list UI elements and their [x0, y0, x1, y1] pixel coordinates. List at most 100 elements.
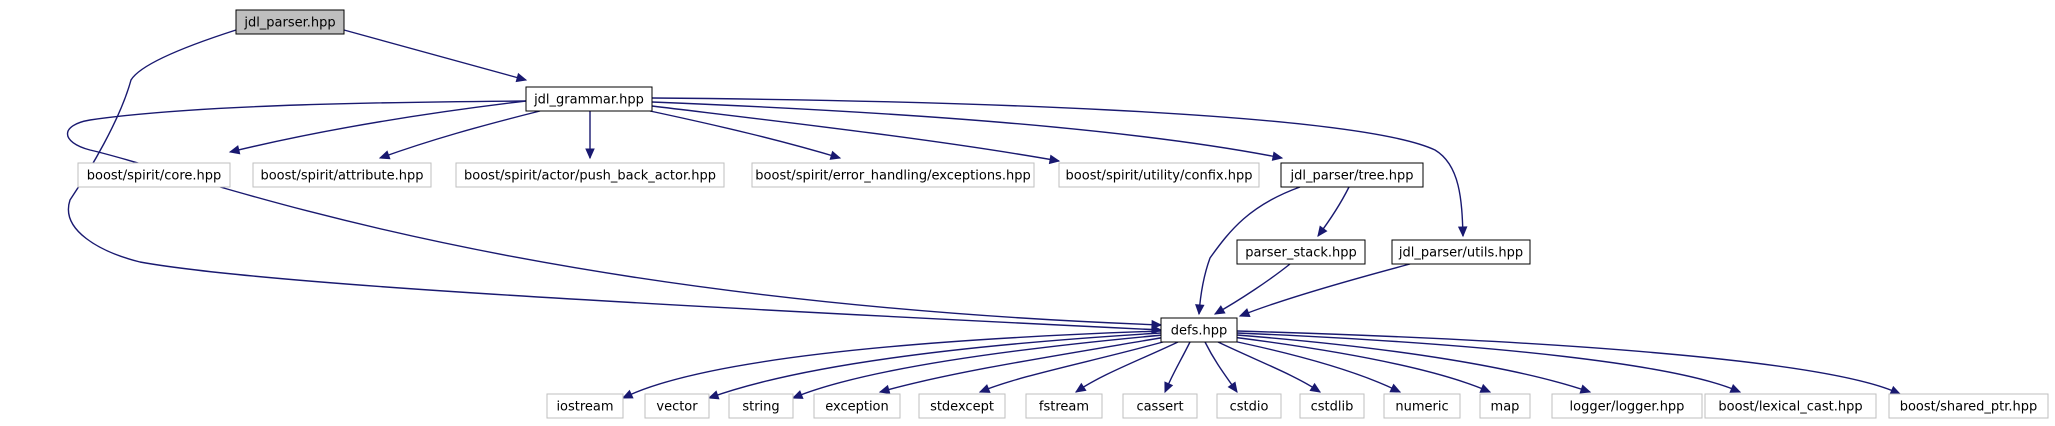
node-label: cstdlib: [1311, 400, 1354, 415]
dependency-edge: [1236, 330, 1901, 395]
node-label: jdl_parser.hpp: [243, 16, 335, 31]
node-label: boost/lexical_cast.hpp: [1718, 400, 1862, 415]
node-box: [1025, 393, 1103, 419]
node-box: [252, 162, 432, 188]
edge-arrowhead: [1729, 383, 1742, 393]
node-box: [813, 393, 901, 419]
edge-arrowhead: [515, 72, 528, 83]
node-string: string: [728, 393, 794, 419]
dependency-edge: [67, 29, 1162, 331]
node-exception: exception: [813, 393, 901, 419]
node-label: boost/spirit/utility/confix.hpp: [1066, 169, 1253, 184]
node-boost-lexical-cast: boost/lexical_cast.hpp: [1704, 393, 1877, 419]
node-box: [1058, 162, 1260, 188]
node-box: [1479, 393, 1531, 419]
edge-arrowhead: [1479, 383, 1492, 393]
node-box: [1160, 317, 1238, 343]
node-label: jdl_parser/utils.hpp: [1398, 246, 1523, 261]
node-boost-spirit-exceptions: boost/spirit/error_handling/exceptions.h…: [751, 162, 1035, 188]
node-jdl-grammar-hpp[interactable]: jdl_grammar.hpp: [525, 86, 653, 112]
edge-arrowhead: [878, 384, 891, 395]
edge-arrowhead: [378, 150, 391, 160]
node-label: cassert: [1136, 400, 1183, 415]
node-label: exception: [825, 400, 889, 415]
dependency-edge: [343, 29, 527, 81]
node-label: stdexcept: [930, 400, 994, 415]
node-jdl-parser-utils[interactable]: jdl_parser/utils.hpp: [1391, 239, 1531, 265]
node-parser-stack[interactable]: parser_stack.hpp: [1236, 239, 1366, 265]
node-label: numeric: [1395, 400, 1448, 415]
edge-arrowhead: [1889, 385, 1902, 395]
node-box: [1391, 239, 1531, 265]
node-label: jdl_parser/tree.hpp: [1289, 169, 1413, 184]
edge-arrowhead: [829, 150, 842, 160]
edge-arrowhead: [1151, 319, 1163, 330]
node-label: defs.hpp: [1171, 324, 1227, 339]
dependency-edge: [229, 100, 527, 153]
node-box: [1122, 393, 1198, 419]
node-label: parser_stack.hpp: [1245, 246, 1357, 261]
dependency-edge: [708, 332, 1162, 399]
node-box: [1280, 162, 1424, 188]
node-defs-hpp[interactable]: defs.hpp: [1160, 317, 1238, 343]
node-label: string: [742, 400, 779, 415]
edge-arrowhead: [228, 145, 241, 155]
dependency-edge: [651, 97, 1464, 237]
edge-arrowhead: [621, 389, 634, 399]
dependency-edge: [1227, 339, 1401, 393]
dependency-edge: [622, 330, 1162, 399]
dependency-edge: [879, 336, 1167, 393]
node-label: map: [1491, 400, 1520, 415]
edge-arrowhead: [1317, 225, 1328, 237]
node-logger-logger: logger/logger.hpp: [1551, 393, 1703, 419]
node-boost-shared-ptr: boost/shared_ptr.hpp: [1888, 393, 2049, 419]
node-box: [1888, 393, 2049, 419]
edge-arrowhead: [1309, 382, 1322, 393]
node-label: boost/spirit/attribute.hpp: [260, 169, 423, 184]
dependency-edge: [1214, 263, 1291, 315]
node-box: [1551, 393, 1703, 419]
node-map: map: [1479, 393, 1531, 419]
node-cstdlib: cstdlib: [1299, 393, 1365, 419]
edge-arrowhead: [1389, 383, 1402, 393]
node-label: jdl_grammar.hpp: [533, 93, 644, 108]
node-fstream: fstream: [1025, 393, 1103, 419]
node-label: boost/shared_ptr.hpp: [1900, 400, 2038, 415]
node-box: [235, 9, 345, 35]
node-box: [1704, 393, 1877, 419]
node-box: [751, 162, 1035, 188]
dependency-edge: [1236, 332, 1741, 393]
node-label: fstream: [1039, 400, 1089, 415]
dependency-edge: [792, 334, 1164, 399]
edge-arrowhead: [1074, 382, 1087, 393]
node-numeric: numeric: [1383, 393, 1461, 419]
edge-arrowhead: [791, 390, 804, 399]
node-boost-spirit-attribute: boost/spirit/attribute.hpp: [252, 162, 432, 188]
node-boost-spirit-push-back-actor: boost/spirit/actor/push_back_actor.hpp: [455, 162, 725, 188]
node-iostream: iostream: [546, 393, 624, 419]
edge-arrowhead: [1579, 384, 1592, 394]
edge-arrowhead: [707, 390, 720, 400]
edge-arrowhead: [1195, 304, 1205, 316]
node-label: vector: [656, 400, 698, 415]
node-jdl-parser-hpp[interactable]: jdl_parser.hpp: [235, 9, 345, 35]
node-jdl-parser-tree[interactable]: jdl_parser/tree.hpp: [1280, 162, 1424, 188]
node-cassert: cassert: [1122, 393, 1198, 419]
node-box: [546, 393, 624, 419]
edge-arrowhead: [1238, 308, 1251, 318]
node-label: iostream: [556, 400, 613, 415]
node-label: logger/logger.hpp: [1570, 400, 1685, 415]
node-box: [1383, 393, 1461, 419]
dependency-edge: [649, 110, 841, 159]
node-box: [1216, 393, 1282, 419]
dependency-edge: [1075, 341, 1179, 393]
node-box: [644, 393, 710, 419]
node-box: [455, 162, 725, 188]
edge-arrowhead: [978, 384, 991, 393]
node-box: [728, 393, 794, 419]
dependency-edges: [67, 29, 1902, 400]
dependency-edge: [1231, 336, 1491, 393]
node-label: boost/spirit/core.hpp: [87, 169, 222, 184]
node-label: cstdio: [1230, 400, 1269, 415]
